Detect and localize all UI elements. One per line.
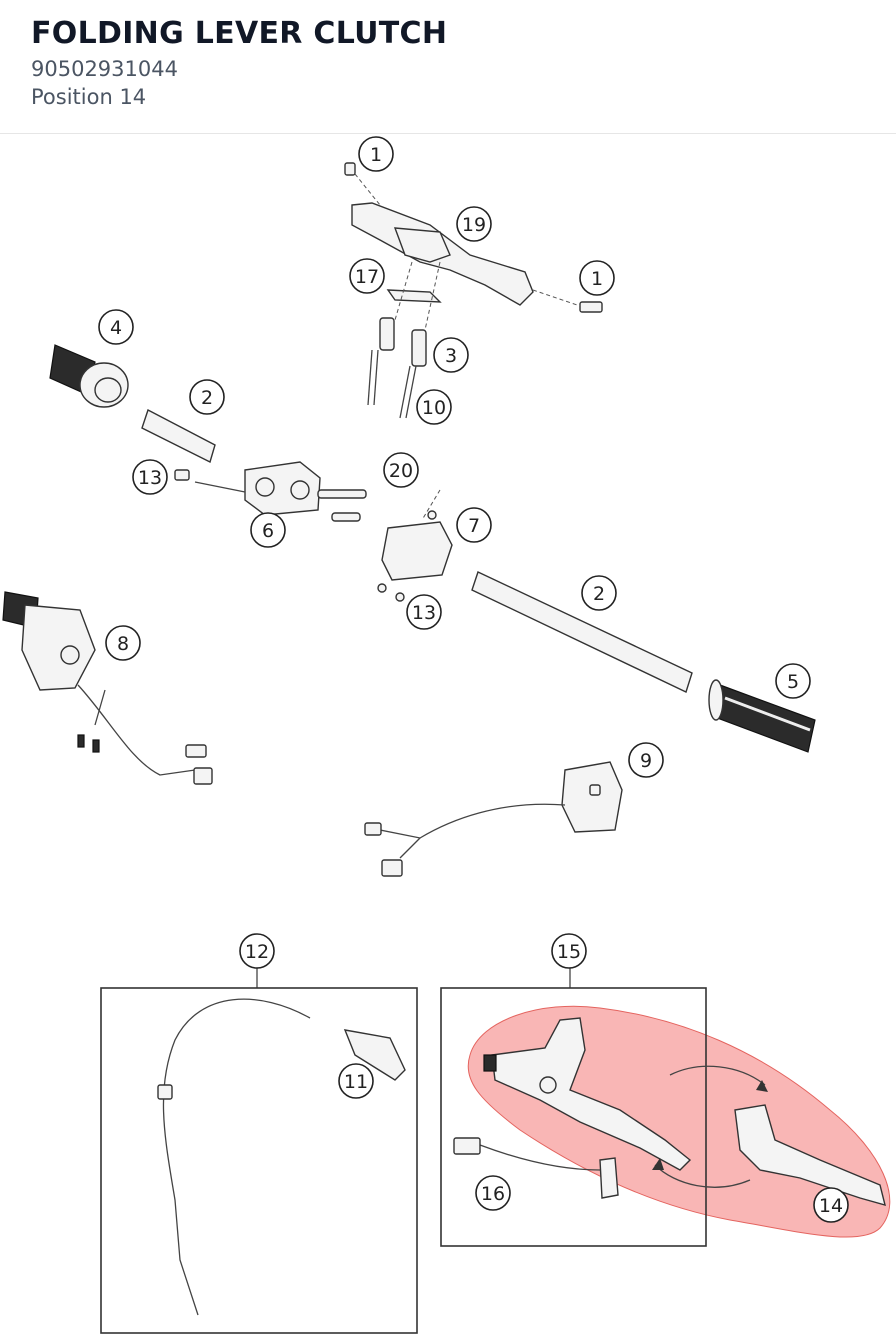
callout-circle [456,206,492,242]
callout-number: 16 [481,1183,505,1205]
callout-1: 1 [358,136,394,172]
right-switch [364,761,623,877]
callout-circle [239,933,275,969]
callout-circle [456,507,492,543]
callout-number: 2 [593,583,605,605]
callout-15: 15 [551,933,587,969]
callout-number: 5 [787,671,799,693]
callout-5: 5 [775,663,811,699]
callout-number: 12 [245,941,269,963]
callout-number: 9 [640,750,652,772]
callout-19: 19 [456,206,492,242]
callout-13: 13 [406,594,442,630]
callout-circle [105,625,141,661]
callout-13: 13 [132,459,168,495]
callout-circle [406,594,442,630]
handlebar-right [471,571,693,693]
callout-number: 1 [591,268,603,290]
callout-number: 20 [389,460,413,482]
callout-7: 7 [456,507,492,543]
handlebar-left [141,408,216,464]
grip-left-top [49,344,129,408]
triple-clamp [344,162,603,419]
mount-bracket [377,489,453,602]
callout-number: 13 [138,467,162,489]
callout-circle [433,337,469,373]
callout-4: 4 [98,309,134,345]
handlebar-clamp [174,461,367,522]
callout-1: 1 [579,260,615,296]
callout-circle [775,663,811,699]
callout-circle [581,575,617,611]
clutch-cable-kit [100,968,418,1334]
callout-number: 4 [110,317,122,339]
callout-number: 13 [412,602,436,624]
callout-17: 17 [349,258,385,294]
callout-14[interactable]: 14 [813,1187,849,1223]
callout-circle [383,452,419,488]
callout-11: 11 [338,1063,374,1099]
callout-circle [551,933,587,969]
callout-circle [628,742,664,778]
callout-8: 8 [105,625,141,661]
callout-2: 2 [189,379,225,415]
callout-12: 12 [239,933,275,969]
callout-circle [338,1063,374,1099]
callout-number: 3 [445,345,457,367]
callout-circle [349,258,385,294]
callout-2: 2 [581,575,617,611]
left-switch [2,591,213,785]
callout-number: 11 [344,1071,368,1093]
callout-20: 20 [383,452,419,488]
callout-number: 6 [262,520,274,542]
grip-right [708,679,816,753]
callout-circle [250,512,286,548]
callout-9: 9 [628,742,664,778]
callout-circle [416,389,452,425]
callout-number: 14 [819,1195,843,1217]
callout-number: 8 [117,633,129,655]
callout-circle [475,1175,511,1211]
header: FOLDING LEVER CLUTCH 90502931044 Positio… [0,0,896,134]
callout-number: 2 [201,387,213,409]
callout-number: 17 [355,266,379,288]
callout-circle [132,459,168,495]
callout-number: 15 [557,941,581,963]
callout-number: 19 [462,214,486,236]
lever-assembly-box [440,968,886,1247]
callout-circle [358,136,394,172]
callout-10: 10 [416,389,452,425]
callout-number: 7 [468,515,480,537]
page-title: FOLDING LEVER CLUTCH [31,16,448,51]
callout-circle [189,379,225,415]
position-label: Position 14 [31,85,147,109]
callout-number: 10 [422,397,446,419]
callout-16: 16 [475,1175,511,1211]
callout-circle [813,1187,849,1223]
callout-number: 1 [370,144,382,166]
callout-3: 3 [433,337,469,373]
callout-6: 6 [250,512,286,548]
callout-circle [579,260,615,296]
part-number: 90502931044 [31,57,178,81]
callout-circle [98,309,134,345]
